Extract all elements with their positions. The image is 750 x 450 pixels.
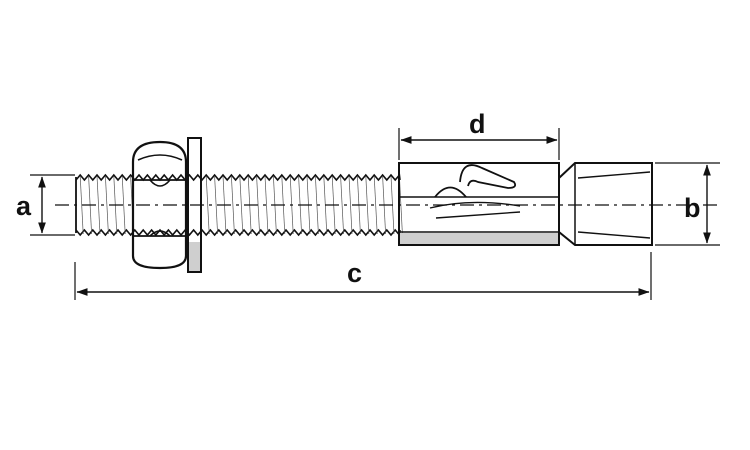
extension-lines <box>30 128 720 300</box>
hex-nut <box>131 140 188 270</box>
thread-line <box>348 175 353 235</box>
dimension-d-label: d <box>469 109 486 139</box>
cone-wedge <box>558 162 653 246</box>
thread-line <box>105 175 109 235</box>
thread-bottom-edge <box>75 228 401 237</box>
dimension-a-label: a <box>16 191 32 221</box>
sleeve-ring <box>434 186 467 198</box>
thread-line <box>214 175 218 235</box>
thread-top-edge <box>75 173 401 182</box>
thread-line <box>256 175 260 235</box>
thread-line <box>264 175 269 235</box>
thread-line <box>239 175 244 235</box>
dimension-a: a <box>16 176 46 234</box>
sleeve-slot <box>459 164 517 189</box>
thread-line <box>121 175 126 235</box>
thread-line <box>205 175 210 235</box>
dimension-c: c <box>76 258 650 296</box>
thread-line <box>373 175 378 235</box>
thread-line <box>315 175 319 235</box>
thread-line <box>231 175 235 235</box>
dimension-c-label: c <box>347 258 362 288</box>
thread-line <box>96 175 101 235</box>
thread-line <box>79 175 84 235</box>
expansion-sleeve <box>398 162 560 246</box>
dimension-d: d <box>400 109 558 144</box>
thread-line <box>340 175 344 235</box>
dimension-b: b <box>684 164 711 244</box>
dimension-b-label: b <box>684 193 701 223</box>
thread-line <box>365 175 370 235</box>
